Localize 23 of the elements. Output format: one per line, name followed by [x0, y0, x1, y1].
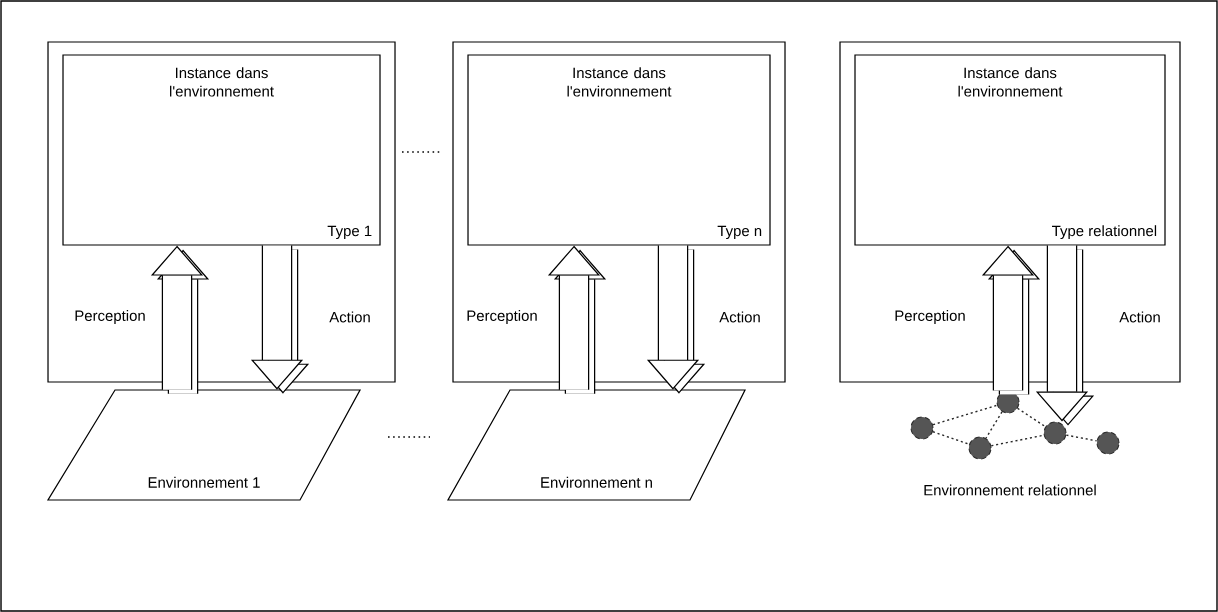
- edge-label: Perception: [72, 308, 148, 326]
- agent-box: [47, 41, 396, 383]
- graph-link: [1065, 434, 1098, 442]
- edge-label: Action: [327, 309, 373, 325]
- note-text: Environnement relationnel: [924, 484, 1096, 496]
- graph-link: [1016, 407, 1047, 428]
- edge-label: Perception: [464, 308, 540, 326]
- graph-vertex: [910, 416, 934, 440]
- instance-box: Instance dans l'environnement Type n: [467, 54, 771, 246]
- graph-vertex: [968, 436, 992, 460]
- edge-label: Perception: [892, 308, 968, 326]
- graph-vertex: [1043, 421, 1067, 445]
- graph-link: [990, 434, 1045, 447]
- graph-link: [932, 404, 998, 426]
- instance-box: Instance dans l'environnement Type relationnel: [854, 54, 1166, 246]
- graph-link: [985, 411, 1003, 439]
- graph-vertex: [1096, 431, 1120, 455]
- agent-box: [452, 41, 786, 383]
- instance-box: Instance dans l'environnement Type 1: [62, 54, 381, 246]
- graph-link: [932, 431, 970, 445]
- edge-label: Action: [717, 309, 763, 325]
- edge-label: Action: [1117, 309, 1163, 325]
- agent-box: [839, 41, 1181, 383]
